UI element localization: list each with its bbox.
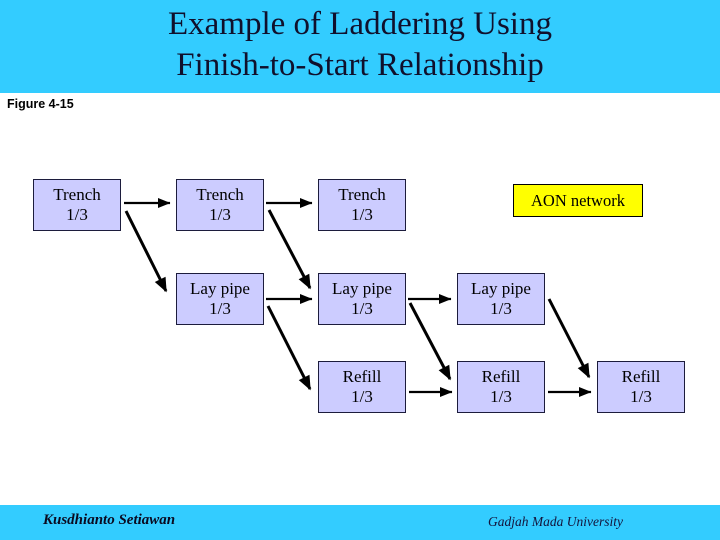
node-fraction: 1/3 xyxy=(351,205,373,224)
node-label: Refill xyxy=(481,366,521,386)
node-label: Trench xyxy=(338,184,386,204)
page-title: Example of Laddering Using Finish-to-Sta… xyxy=(0,0,720,86)
arrow-trench2-to-laypipe2 xyxy=(267,209,312,290)
node-fraction: 1/3 xyxy=(351,387,373,406)
node-label: Trench xyxy=(53,184,101,204)
node-fraction: 1/3 xyxy=(630,387,652,406)
node-label: Refill xyxy=(342,366,382,386)
node-label: Lay pipe xyxy=(190,278,250,298)
arrow-laypipe1-to-refill1 xyxy=(266,305,312,391)
node-laypipe-1: Lay pipe 1/3 xyxy=(176,273,264,325)
title-line-2: Finish-to-Start Relationship xyxy=(176,47,544,83)
node-trench-3: Trench 1/3 xyxy=(318,179,406,231)
arrow-laypipe2-to-refill2 xyxy=(408,302,452,381)
node-fraction: 1/3 xyxy=(66,205,88,224)
arrow-laypipe3-to-refill3 xyxy=(547,298,591,379)
node-label: Trench xyxy=(196,184,244,204)
node-trench-1: Trench 1/3 xyxy=(33,179,121,231)
node-refill-3: Refill 1/3 xyxy=(597,361,685,413)
footer-bar: Kusdhianto Setiawan Gadjah Mada Universi… xyxy=(0,505,720,540)
footer-author: Kusdhianto Setiawan xyxy=(43,512,176,528)
arrow-trench1-to-laypipe1 xyxy=(124,210,168,293)
footer-institution: Gadjah Mada University xyxy=(488,514,623,529)
node-refill-2: Refill 1/3 xyxy=(457,361,545,413)
legend-label: AON network xyxy=(531,190,625,210)
node-laypipe-3: Lay pipe 1/3 xyxy=(457,273,545,325)
title-line-1: Example of Laddering Using xyxy=(168,6,552,42)
aon-network-legend: AON network xyxy=(513,184,643,217)
title-banner: Example of Laddering Using Finish-to-Sta… xyxy=(0,0,720,93)
node-label: Lay pipe xyxy=(332,278,392,298)
node-fraction: 1/3 xyxy=(351,299,373,318)
node-laypipe-2: Lay pipe 1/3 xyxy=(318,273,406,325)
node-label: Refill xyxy=(621,366,661,386)
figure-label: Figure 4-15 xyxy=(7,97,74,111)
node-refill-1: Refill 1/3 xyxy=(318,361,406,413)
node-fraction: 1/3 xyxy=(490,387,512,406)
node-label: Lay pipe xyxy=(471,278,531,298)
node-fraction: 1/3 xyxy=(490,299,512,318)
node-fraction: 1/3 xyxy=(209,299,231,318)
node-trench-2: Trench 1/3 xyxy=(176,179,264,231)
node-fraction: 1/3 xyxy=(209,205,231,224)
